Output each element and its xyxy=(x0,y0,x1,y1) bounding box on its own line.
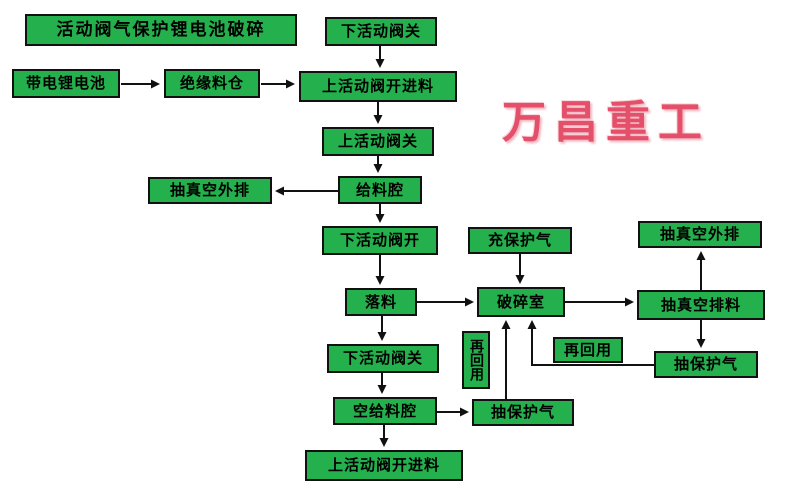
node-vacuum-exhaust-right: 抽真空外排 xyxy=(638,221,762,248)
node-upper-valve-open-feed-bottom: 上活动阀开进料 xyxy=(305,450,463,481)
node-reuse-vertical: 再回用 xyxy=(462,331,490,389)
node-crushing-chamber: 破碎室 xyxy=(477,287,565,317)
node-vacuum-discharge: 抽真空排料 xyxy=(637,290,765,320)
node-lower-valve-close-2: 下活动阀关 xyxy=(327,344,439,373)
node-charge-protective-gas: 充保护气 xyxy=(468,227,572,254)
node-lower-valve-close-top: 下活动阀关 xyxy=(325,17,437,46)
node-insulation-silo: 绝缘料仓 xyxy=(164,69,260,98)
node-upper-valve-open-feed: 上活动阀开进料 xyxy=(299,71,457,102)
node-extract-protective-gas-mid: 抽保护气 xyxy=(472,399,574,426)
node-vacuum-exhaust-left: 抽真空外排 xyxy=(148,177,272,204)
node-upper-valve-close: 上活动阀关 xyxy=(322,127,434,156)
node-feed-chamber: 给料腔 xyxy=(338,176,422,204)
node-charged-battery: 带电锂电池 xyxy=(12,69,120,98)
node-lower-valve-open: 下活动阀开 xyxy=(322,226,438,255)
node-empty-feed-chamber: 空给料腔 xyxy=(333,397,437,425)
node-extract-protective-gas-right: 抽保护气 xyxy=(654,351,758,378)
watermark: 万昌重工 xyxy=(502,97,710,148)
diagram-title: 活动阀气保护锂电池破碎 xyxy=(25,14,297,46)
node-falling-material: 落料 xyxy=(345,288,417,316)
node-reuse-right: 再回用 xyxy=(553,337,623,363)
